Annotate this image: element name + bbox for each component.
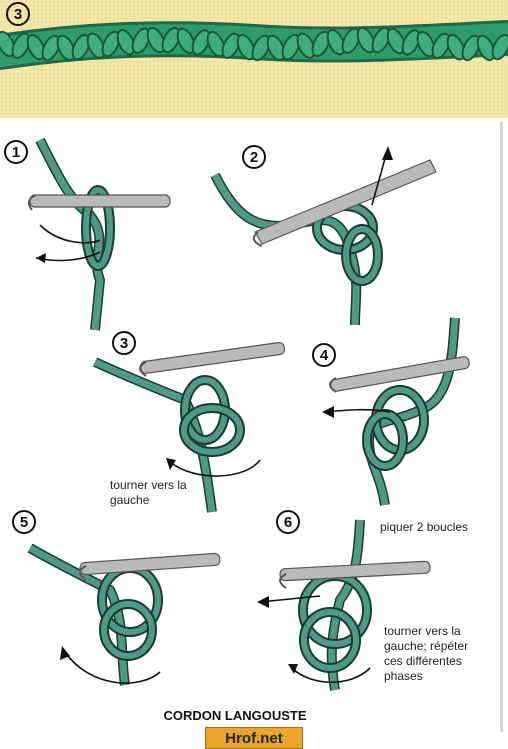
braid-bump <box>461 34 481 62</box>
braid-bump <box>86 32 106 59</box>
braid-bump <box>266 34 286 62</box>
step-3-caption: tourner vers la gauche <box>110 478 187 507</box>
braid-bump <box>191 29 211 56</box>
step-3-illustration <box>92 341 286 513</box>
step-number-2: 2 <box>242 145 266 169</box>
step-2-illustration <box>210 146 437 326</box>
braided-cord-photo <box>0 20 508 70</box>
step-number-1: 1 <box>4 140 28 164</box>
watermark-logo: Hrof.net <box>205 727 303 749</box>
braid-bump <box>0 30 16 58</box>
braid-bump <box>371 26 391 54</box>
step-4-illustration <box>322 317 470 506</box>
braid-bump <box>116 29 136 56</box>
braid-bump <box>101 30 121 58</box>
step-number-6: 6 <box>276 510 300 534</box>
braid-bump <box>296 32 316 59</box>
braid-bump <box>341 27 361 54</box>
braid-bump <box>176 27 196 55</box>
braid-bump <box>281 33 301 61</box>
braid-bump <box>26 33 46 61</box>
braid-bump <box>131 27 151 54</box>
braid-bump <box>146 26 166 54</box>
braid-bump <box>356 26 376 54</box>
step-6-caption-top: piquer 2 boucles <box>380 520 469 534</box>
braid-bump <box>446 34 466 61</box>
braid-bump <box>431 32 451 60</box>
braid-bump <box>11 32 31 59</box>
step-6-caption-side: tourner vers la gauche; répéter ces diff… <box>384 624 469 683</box>
braid-bump <box>311 30 331 58</box>
step-number-4: 4 <box>312 343 336 367</box>
step-number-5: 5 <box>12 510 36 534</box>
braid-bump <box>221 32 241 59</box>
braid-bump <box>416 30 436 58</box>
braid-bump <box>71 33 91 61</box>
braid-bump <box>491 33 508 61</box>
braid-bump <box>401 29 421 56</box>
braid-bump <box>41 34 61 62</box>
braid-bump <box>161 26 181 54</box>
braid-bump <box>206 30 226 58</box>
braid-bump <box>386 27 406 55</box>
braid-bump <box>326 29 346 56</box>
braid-bump <box>56 34 76 62</box>
step-5-illustration <box>27 543 221 686</box>
step-number-3: 3 <box>112 331 136 355</box>
step-1-illustration <box>27 137 171 331</box>
step-6-illustration <box>257 519 431 691</box>
top-step-number: 3 <box>6 2 30 26</box>
braid-bump <box>236 34 256 61</box>
braid-bump <box>251 34 271 62</box>
page-title: CORDON LANGOUSTE <box>163 708 307 723</box>
braid-bump <box>476 34 496 62</box>
